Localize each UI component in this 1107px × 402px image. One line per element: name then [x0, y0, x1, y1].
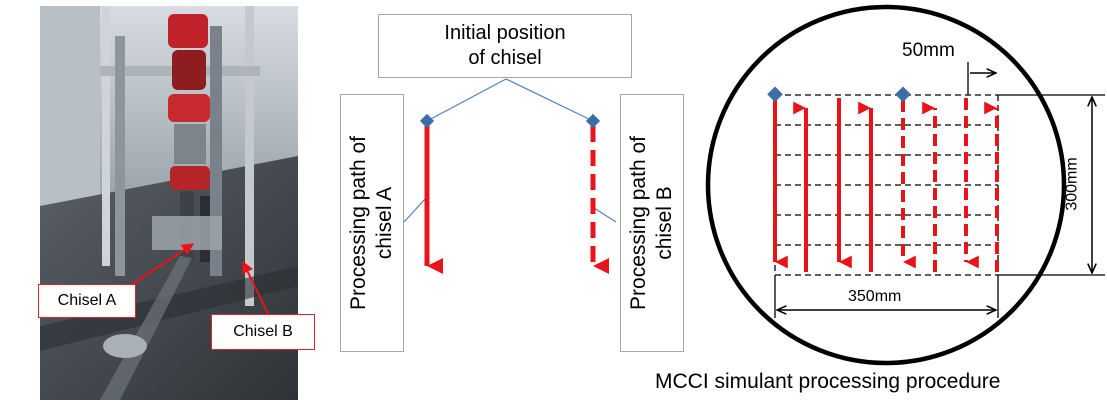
initial-position-line2: of chisel — [468, 47, 542, 69]
path-a-line2: chisel A — [373, 186, 396, 260]
spacing-label: 50mm — [902, 40, 955, 61]
path-a-label: Processing path of chisel A — [346, 95, 398, 351]
mcci-procedure-diagram — [705, 4, 1105, 366]
path-b-line2: chisel B — [653, 186, 676, 260]
chisel-a-initial-marker — [419, 113, 435, 129]
chisel-a-label: Chisel A — [57, 292, 117, 309]
path-a-line1: Processing path of — [347, 136, 370, 310]
rig-photo-drawing — [40, 6, 298, 400]
path-b-label-box: Processing path of chisel B — [620, 94, 684, 352]
width-label: 350mm — [848, 288, 902, 305]
path-b-line1: Processing path of — [627, 136, 650, 310]
chisel-b-label: Chisel B — [233, 323, 293, 340]
path-a-label-box: Processing path of chisel A — [340, 94, 404, 352]
chisel-b-initial-marker — [585, 113, 601, 129]
initial-position-line1: Initial position — [444, 22, 566, 44]
path-b-label: Processing path of chisel B — [626, 95, 678, 351]
procedure-start-marker-a — [767, 86, 783, 103]
initial-connector-a — [426, 78, 507, 122]
procedure-caption: MCCI simulant processing procedure — [655, 370, 1001, 393]
chisel-a-callout: Chisel A — [38, 284, 136, 318]
chisel-b-callout: Chisel B — [211, 314, 315, 350]
path-a-connector — [403, 197, 427, 223]
simulant-circle — [705, 4, 1067, 366]
chisel-rig-photo — [40, 6, 298, 400]
initial-position-label-box: Initial position of chisel — [378, 14, 632, 78]
path-b-connector — [593, 207, 617, 223]
chisel-b-leader — [242, 260, 271, 319]
height-label: 300mm — [1063, 157, 1081, 211]
procedure-start-marker-b — [895, 86, 911, 103]
initial-connector-b — [505, 78, 594, 122]
